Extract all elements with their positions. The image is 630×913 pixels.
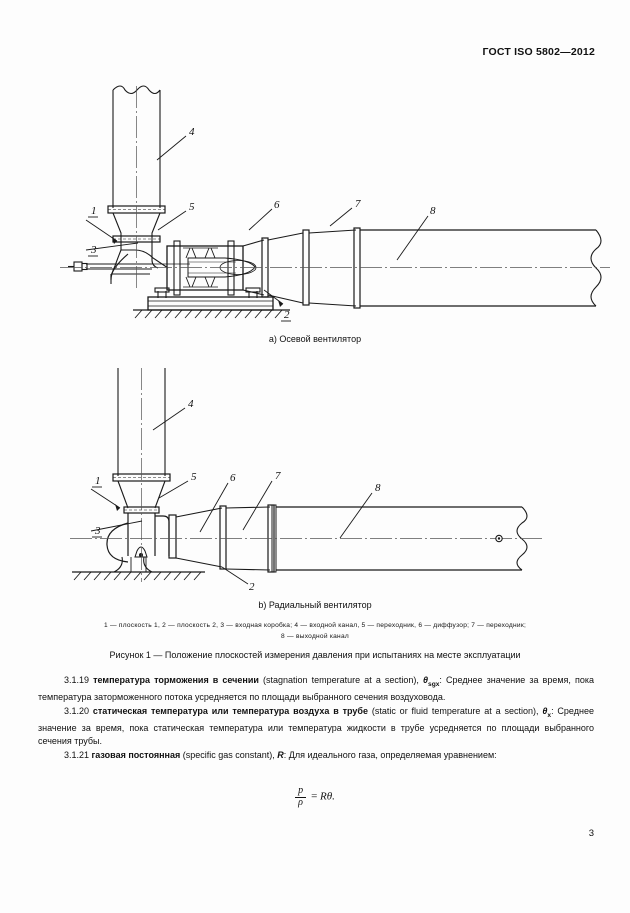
callout-7: 7 [355, 198, 361, 210]
clause-term-ru: статическая температура или температура … [92, 705, 368, 716]
figure-b-drawing: 4 1 5 3 6 7 8 2 [70, 368, 545, 593]
body-text: 3.1.19 температура торможения в сечении … [38, 674, 594, 762]
formula-equals-sign: = [311, 790, 318, 803]
clause-term-en: (stagnation temperature at a section) [263, 675, 417, 685]
clause-symbol: R [277, 749, 284, 760]
figure-a-drawing: 4 1 5 3 6 7 8 2 [60, 85, 610, 322]
clause-definition: Среднее значение за время, пока температ… [38, 675, 594, 702]
callout-3: 3 [90, 244, 97, 256]
formula-fraction-bar [295, 796, 307, 798]
figure-legend: 1 — плоскость 1, 2 — плоскость 2, 3 — вх… [36, 620, 594, 642]
formula-fraction: p ρ [295, 785, 307, 808]
clause-term-ru: газовая постоянная [91, 749, 181, 760]
clause-number: 3.1.19 [64, 675, 90, 685]
clause-symbol: θ [542, 705, 548, 716]
callout-1: 1 [95, 475, 101, 487]
figure-b-caption: b) Радиальный вентилятор [258, 600, 372, 610]
clause-3-1-20: 3.1.20 статическая температура или темпе… [38, 705, 594, 746]
callout-4: 4 [188, 398, 194, 410]
figure-legend-line-1: 1 — плоскость 1, 2 — плоскость 2, 3 — вх… [103, 622, 527, 629]
callout-2: 2 [249, 581, 255, 593]
callout-3: 3 [94, 525, 101, 537]
clause-term-en: (specific gas constant) [182, 749, 273, 760]
figure-number-caption: Рисунок 1 — Положение плоскостей измерен… [109, 650, 521, 660]
callout-8: 8 [375, 482, 381, 494]
formula-denominator: ρ [298, 796, 303, 808]
clause-symbol: θ [423, 675, 429, 685]
running-header-standard-number: ГОСТ ISO 5802—2012 [482, 46, 595, 58]
clause-symbol-subscript: sgx [428, 680, 440, 688]
callout-5: 5 [191, 471, 197, 483]
callout-1: 1 [91, 205, 97, 217]
clause-number: 3.1.20 [64, 705, 90, 716]
figure-a-caption: a) Осевой вентилятор [268, 334, 362, 344]
clause-term-ru: температура торможения в сечении [93, 675, 259, 685]
page-number: 3 [588, 828, 594, 839]
formula-gas-constant: p ρ = Rθ. [0, 785, 630, 808]
callout-5: 5 [189, 201, 195, 213]
formula-right-side: Rθ. [320, 790, 335, 803]
callout-6: 6 [230, 472, 236, 484]
callout-7: 7 [275, 470, 281, 482]
callout-8: 8 [430, 205, 436, 217]
figure-legend-line-2: 8 — выходной канал [281, 633, 349, 640]
clause-symbol-subscript: x [547, 711, 552, 719]
clause-3-1-21: 3.1.21 газовая постоянная (specific gas … [64, 749, 497, 760]
clause-definition: Для идеального газа, определяемая уравне… [288, 749, 497, 760]
callout-6: 6 [274, 199, 280, 211]
callout-2: 2 [284, 309, 290, 321]
callout-4: 4 [189, 126, 195, 138]
formula-numerator: p [298, 785, 304, 796]
figure-a-axial-fan: 4 1 5 3 6 7 8 2 [0, 78, 630, 328]
clause-definition: Среднее значение за время, пока статичес… [38, 705, 594, 746]
clause-number: 3.1.21 [64, 749, 90, 760]
clause-term-en: (static or fluid temperature at a sectio… [371, 705, 536, 716]
clause-3-1-19: 3.1.19 температура торможения в сечении … [38, 675, 594, 702]
figure-b-centrifugal-fan: 4 1 5 3 6 7 8 2 [0, 368, 630, 593]
